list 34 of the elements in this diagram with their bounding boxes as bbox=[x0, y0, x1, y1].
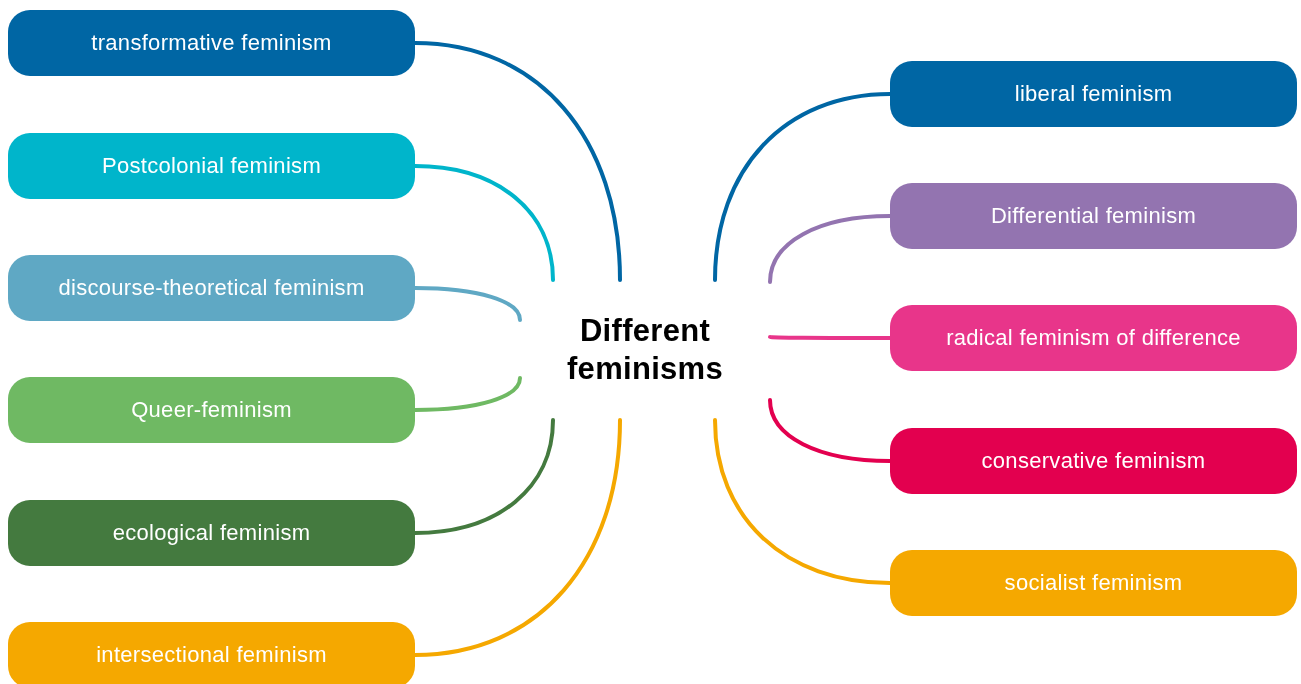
pill-box bbox=[8, 255, 415, 321]
node-label: discourse-theoretical feminism bbox=[58, 275, 365, 301]
node-label: liberal feminism bbox=[1014, 81, 1173, 107]
node-label: intersectional feminism bbox=[96, 642, 327, 668]
connector-line bbox=[413, 376, 522, 412]
pill-box bbox=[890, 428, 1297, 494]
pill-box bbox=[8, 500, 415, 566]
pill-box bbox=[890, 61, 1297, 127]
node-label: transformative feminism bbox=[91, 30, 332, 56]
node-label: Postcolonial feminism bbox=[101, 153, 322, 179]
pill-box bbox=[8, 133, 415, 199]
connector-line bbox=[413, 418, 622, 657]
connector-line bbox=[413, 286, 522, 322]
node-label: Differential feminism bbox=[990, 203, 1197, 229]
connector-line bbox=[713, 92, 892, 282]
connector-line bbox=[768, 398, 892, 463]
pill-box bbox=[890, 550, 1297, 616]
node-label: Queer-feminism bbox=[131, 397, 292, 423]
node-label: conservative feminism bbox=[981, 448, 1206, 474]
pill-box bbox=[890, 183, 1297, 249]
pill-box bbox=[8, 10, 415, 76]
node-label: ecological feminism bbox=[112, 520, 311, 546]
connector-line bbox=[413, 41, 622, 282]
node-label: socialist feminism bbox=[1004, 570, 1183, 596]
connector-line bbox=[713, 418, 892, 585]
connector-line bbox=[413, 418, 555, 535]
pill-box bbox=[8, 377, 415, 443]
central-title: Different feminisms bbox=[565, 312, 724, 388]
connector-line bbox=[768, 214, 892, 284]
node-label: radical feminism of difference bbox=[946, 325, 1241, 351]
connector-line bbox=[768, 335, 892, 340]
connector-line bbox=[413, 164, 555, 282]
pill-box bbox=[8, 622, 415, 684]
pill-box bbox=[890, 305, 1297, 371]
